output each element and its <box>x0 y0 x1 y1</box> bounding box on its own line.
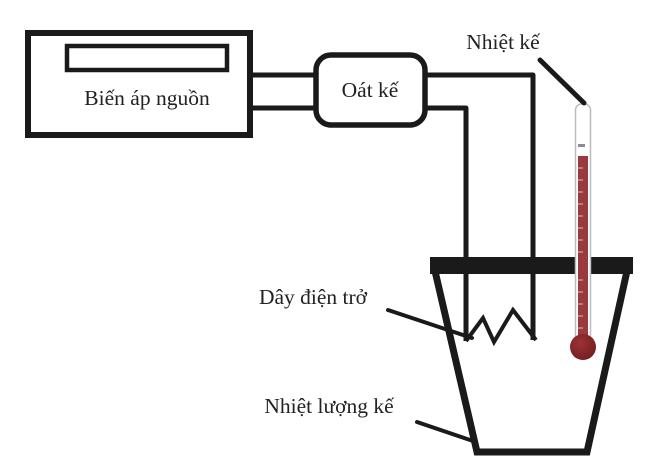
thermometer-scale-ticks <box>578 167 583 329</box>
thermometer-pointer-line <box>537 57 587 106</box>
thermometer-bulb <box>570 334 596 360</box>
thermometer-top-mark <box>578 144 585 147</box>
resistance-wire-zigzag <box>464 306 538 347</box>
transformer-label: Biến áp nguồn <box>84 86 210 110</box>
resistance-wire-label: Dây điện trở <box>259 285 368 309</box>
wattmeter-box <box>313 52 428 128</box>
wattmeter-label: Oát kế <box>342 78 400 102</box>
calorimeter-label: Nhiệt lượng kế <box>264 394 395 418</box>
calorimeter-pointer-line <box>415 420 475 443</box>
wire-wattmeter-calorimeter-right <box>424 72 536 340</box>
calorimeter-lid <box>430 257 633 274</box>
calorimeter-vessel <box>431 270 631 456</box>
resistance-wire-pointer-line <box>386 308 474 340</box>
thermometer-label: Nhiệt kế <box>466 30 541 54</box>
thermometer <box>570 103 596 360</box>
transformer-display-slot <box>64 43 230 73</box>
thermometer-liquid-column <box>578 156 588 338</box>
